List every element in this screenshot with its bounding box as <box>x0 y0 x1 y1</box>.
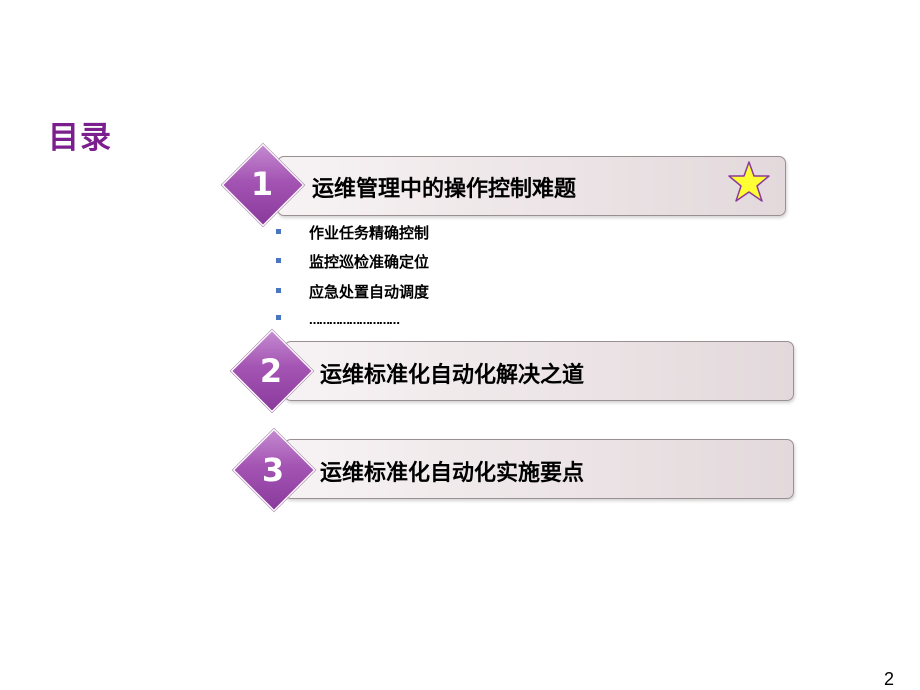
bullet-icon <box>276 258 281 263</box>
subitem-3-text: 应急处置自动调度 <box>309 283 430 301</box>
section-1-bar <box>277 156 786 216</box>
bullet-icon <box>276 315 281 320</box>
section-1-number: 1 <box>250 165 274 203</box>
page-number: 2 <box>883 669 894 689</box>
subitem-1: 作业任务精确控制 <box>276 222 429 243</box>
section-3-label: 运维标准化自动化实施要点 <box>320 461 585 486</box>
subitem-4-text: ……………………… <box>309 314 400 327</box>
subitem-2: 监控巡检准确定位 <box>276 251 429 272</box>
subitem-2-text: 监控巡检准确定位 <box>309 253 430 271</box>
subitem-4: ……………………… <box>276 310 400 328</box>
subitem-3: 应急处置自动调度 <box>276 281 429 302</box>
section-2-bar <box>284 341 794 401</box>
section-3-number: 3 <box>261 451 285 489</box>
star-icon <box>728 161 770 202</box>
section-3-bar <box>284 439 794 499</box>
bullet-icon <box>276 288 281 293</box>
slide-title: 目录 <box>48 120 112 156</box>
subitem-1-text: 作业任务精确控制 <box>309 224 430 242</box>
bullet-icon <box>276 229 281 234</box>
section-2-number: 2 <box>259 352 283 390</box>
section-2-label: 运维标准化自动化解决之道 <box>320 363 585 388</box>
section-1-label: 运维管理中的操作控制难题 <box>312 177 577 202</box>
